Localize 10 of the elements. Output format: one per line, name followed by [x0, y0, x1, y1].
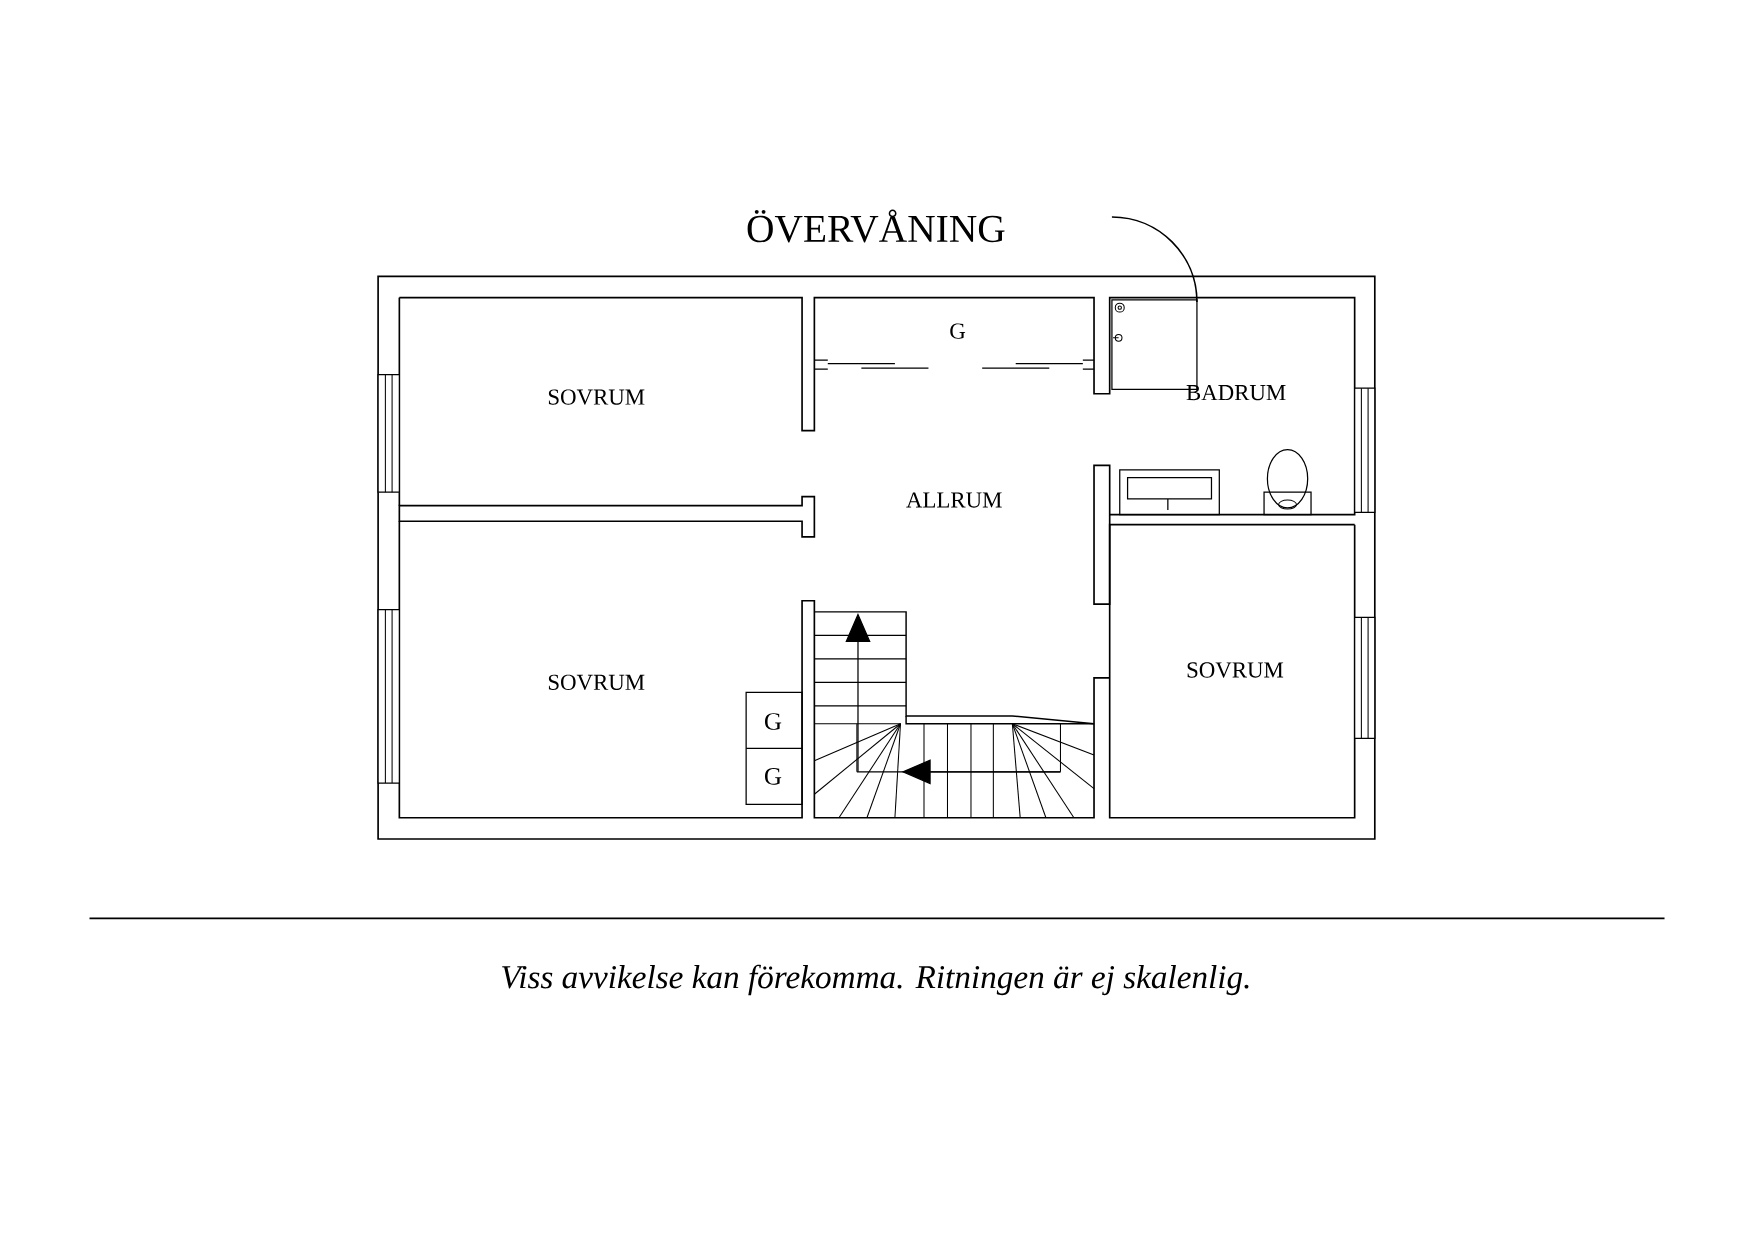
- room-label: G: [950, 323, 966, 339]
- room-label: SOVRUM: [548, 674, 645, 691]
- room-label: ALLRUM: [906, 492, 1002, 508]
- title: ÖVERVÅNING: [747, 209, 1005, 243]
- room-label: BADRUM: [1186, 385, 1286, 401]
- room-label: SOVRUM: [1187, 662, 1284, 679]
- caption: Viss avvikelse kan förekomma. Ritningen är ej skalenlig.: [502, 964, 1249, 996]
- room-label: SOVRUM: [548, 389, 645, 406]
- room-label: G: [765, 713, 782, 731]
- room-label: G: [765, 768, 782, 785]
